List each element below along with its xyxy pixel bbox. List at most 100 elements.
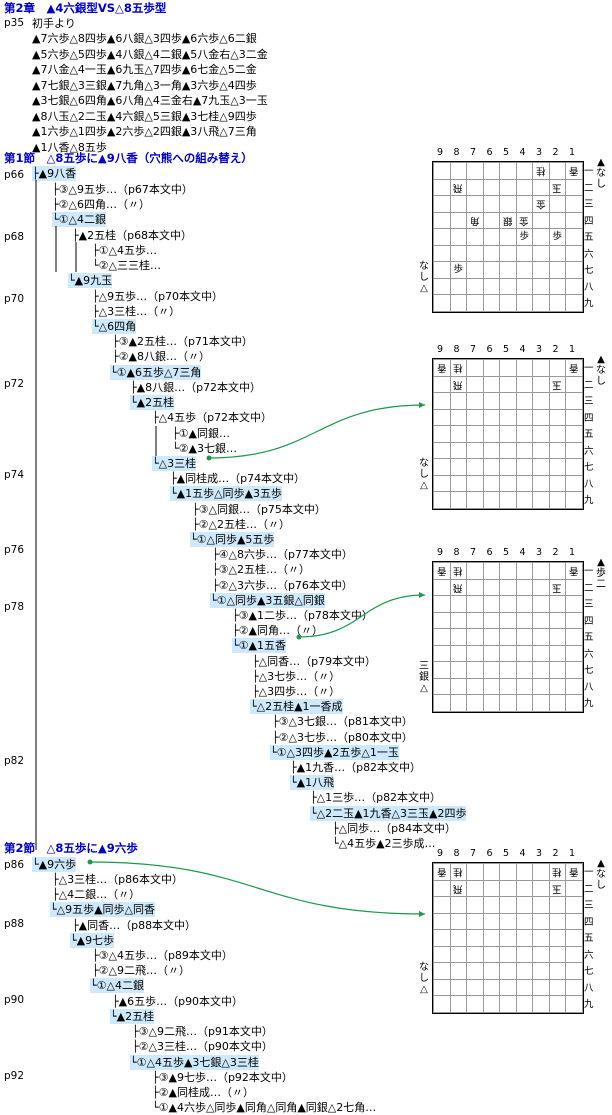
- board-row: 歩: [433, 261, 583, 279]
- page-label: p35: [4, 17, 25, 29]
- board-row: 飛玉: [433, 375, 583, 393]
- board-square: [466, 578, 484, 596]
- tree-move: └①△4二銀: [90, 978, 144, 993]
- board-square: [515, 995, 533, 1013]
- board-col-number: 4: [519, 547, 526, 558]
- board-square: [532, 945, 550, 963]
- board-square: [548, 995, 566, 1013]
- board-square: [532, 392, 550, 410]
- board-row-number: 九: [584, 298, 594, 309]
- board-col-number: 7: [470, 147, 477, 158]
- board-square: [466, 359, 484, 377]
- tree-move: ├△9五歩…（p70本文中）: [92, 290, 224, 303]
- board-row-number: 六: [584, 648, 594, 660]
- board-square: 飛: [449, 879, 467, 897]
- board-square: [532, 474, 550, 492]
- board-square: [499, 408, 517, 426]
- board-square: [565, 491, 583, 509]
- tree-move: ├②△2五桂…（〃）: [192, 518, 290, 531]
- board-square: [449, 611, 467, 629]
- board-square: [433, 392, 451, 410]
- board-square: [565, 879, 583, 897]
- board-square: [482, 962, 500, 980]
- board-square: [532, 178, 550, 196]
- board-square: [548, 474, 566, 492]
- board-square: [499, 879, 517, 897]
- board-square: [449, 491, 467, 509]
- board-square: [548, 694, 566, 712]
- link-arrow: [89, 861, 426, 915]
- board-square: [565, 244, 583, 262]
- board-col-number: 9: [437, 547, 444, 558]
- tree-move: ├①▲同銀…: [172, 427, 230, 440]
- board-col-number: 2: [552, 147, 559, 158]
- board-col-number: 1: [569, 547, 576, 558]
- board-square: [548, 211, 566, 229]
- board-square: 香: [565, 562, 583, 580]
- board-square: [532, 863, 550, 881]
- arrow-head: [419, 911, 425, 917]
- piece: 飛: [453, 378, 463, 390]
- board-square: [466, 945, 484, 963]
- board-col-number: 5: [503, 848, 510, 859]
- board-square: [499, 441, 517, 459]
- board-square: [515, 611, 533, 629]
- board-col-number: 3: [536, 147, 543, 158]
- board-square: [482, 677, 500, 695]
- board-square: [515, 162, 533, 180]
- board-square: [532, 611, 550, 629]
- board-square: [532, 491, 550, 509]
- board-square: [515, 277, 533, 295]
- board-square: [482, 945, 500, 963]
- board-col-number: 1: [569, 344, 576, 355]
- board-square: [499, 962, 517, 980]
- board-square: [466, 611, 484, 629]
- board-square: [532, 896, 550, 914]
- board-square: [565, 945, 583, 963]
- board-square: [565, 644, 583, 662]
- board-square: 金: [532, 195, 550, 213]
- board-square: 桂: [532, 162, 550, 180]
- board-square: [565, 408, 583, 426]
- board-row: [433, 474, 583, 492]
- board-square: [466, 863, 484, 881]
- tree-move: └▲1八飛: [290, 775, 335, 790]
- board-square: [548, 359, 566, 377]
- board-row-number: 五: [584, 232, 594, 243]
- board-square: [482, 611, 500, 629]
- board-square: [482, 644, 500, 662]
- piece: 金: [519, 214, 529, 226]
- board-square: [482, 408, 500, 426]
- board-square: [515, 962, 533, 980]
- board-square: [433, 277, 451, 295]
- board-square: [466, 408, 484, 426]
- board-square: [499, 474, 517, 492]
- board-square: [433, 211, 451, 229]
- link-arrow: [298, 594, 426, 638]
- board-row: 角銀金: [433, 211, 583, 229]
- board-square: [565, 694, 583, 712]
- tree-move: └△4五歩▲2三歩成…: [332, 837, 436, 850]
- board-square: [449, 162, 467, 180]
- board-col-number: 2: [552, 547, 559, 558]
- page-label: p74: [4, 469, 25, 481]
- board-square: [482, 277, 500, 295]
- board-row-number: 八: [584, 281, 594, 293]
- board-square: [515, 562, 533, 580]
- board-square: [565, 912, 583, 930]
- piece: 桂: [453, 565, 463, 577]
- tree-move: ├④△8六歩…（p77本文中）: [212, 548, 353, 561]
- board-square: 香: [565, 162, 583, 180]
- board-square: [532, 595, 550, 613]
- board-square: [515, 474, 533, 492]
- board-square: [449, 474, 467, 492]
- page-label: p72: [4, 378, 25, 390]
- board-row: [433, 244, 583, 262]
- board-square: [532, 962, 550, 980]
- board-row-number: 九: [584, 999, 594, 1010]
- board-row-number: 三: [584, 900, 594, 911]
- board-square: [482, 162, 500, 180]
- board-grid: 香桂桂香飛玉: [432, 862, 584, 1014]
- board-square: [515, 458, 533, 476]
- tree-move: ├③▲9七歩…（p92本文中）: [152, 1071, 293, 1084]
